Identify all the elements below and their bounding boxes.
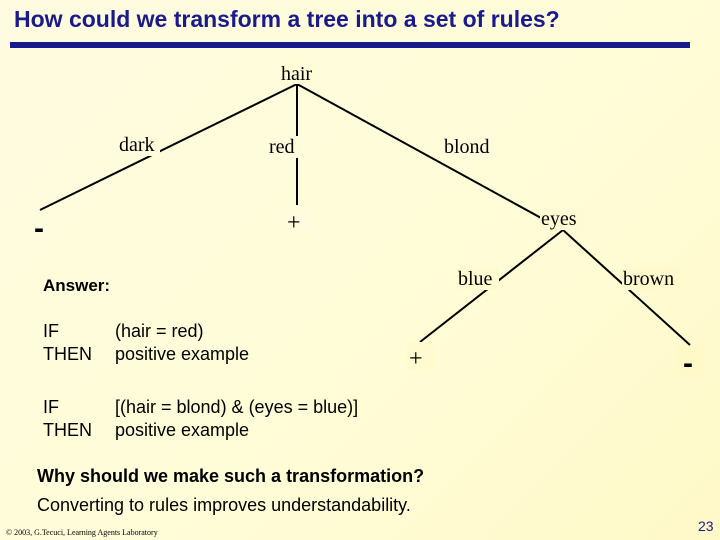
title-underline [10,42,690,48]
leaf-dark-negative: - [34,212,44,245]
branch-label-brown: brown [623,268,674,290]
answer-heading: Answer: [43,276,111,295]
slide-title: How could we transform a tree into a set… [14,6,560,32]
rule-1-if-keyword: IF [43,321,59,341]
leaf-blue-positive: + [409,346,423,372]
copyright-footer: © 2003, G.Tecuci, Learning Agents Labora… [6,528,158,537]
rule-1-result: positive example [115,344,250,364]
branch-label-dark: dark [119,134,155,156]
edge-hair-blond [296,83,564,231]
rule-2-condition: [(hair = blond) & (eyes = blue)] [115,397,359,417]
rule-2-result: positive example [115,420,250,440]
leaf-brown-negative: - [683,347,693,380]
rule-1-condition: (hair = red) [115,321,204,341]
node-eyes: eyes [541,208,577,230]
rule-1-then-keyword: THEN [43,344,92,364]
question-text: Why should we make such a transformation… [37,466,425,486]
rule-2-then-keyword: THEN [43,420,92,440]
branch-label-blue: blue [458,268,493,290]
edge-hair-dark [39,83,298,211]
branch-label-blond: blond [444,136,490,158]
branch-label-red: red [269,136,295,158]
rule-1: IF (hair = red) THEN positive example [43,320,249,366]
rule-2: IF [(hair = blond) & (eyes = blue)] THEN p… [43,396,358,442]
leaf-red-positive: + [287,210,301,236]
rule-2-if-keyword: IF [43,397,59,417]
root-node-hair: hair [281,63,312,85]
page-number: 23 [698,518,714,534]
statement-text: Converting to rules improves understanda… [37,495,411,515]
